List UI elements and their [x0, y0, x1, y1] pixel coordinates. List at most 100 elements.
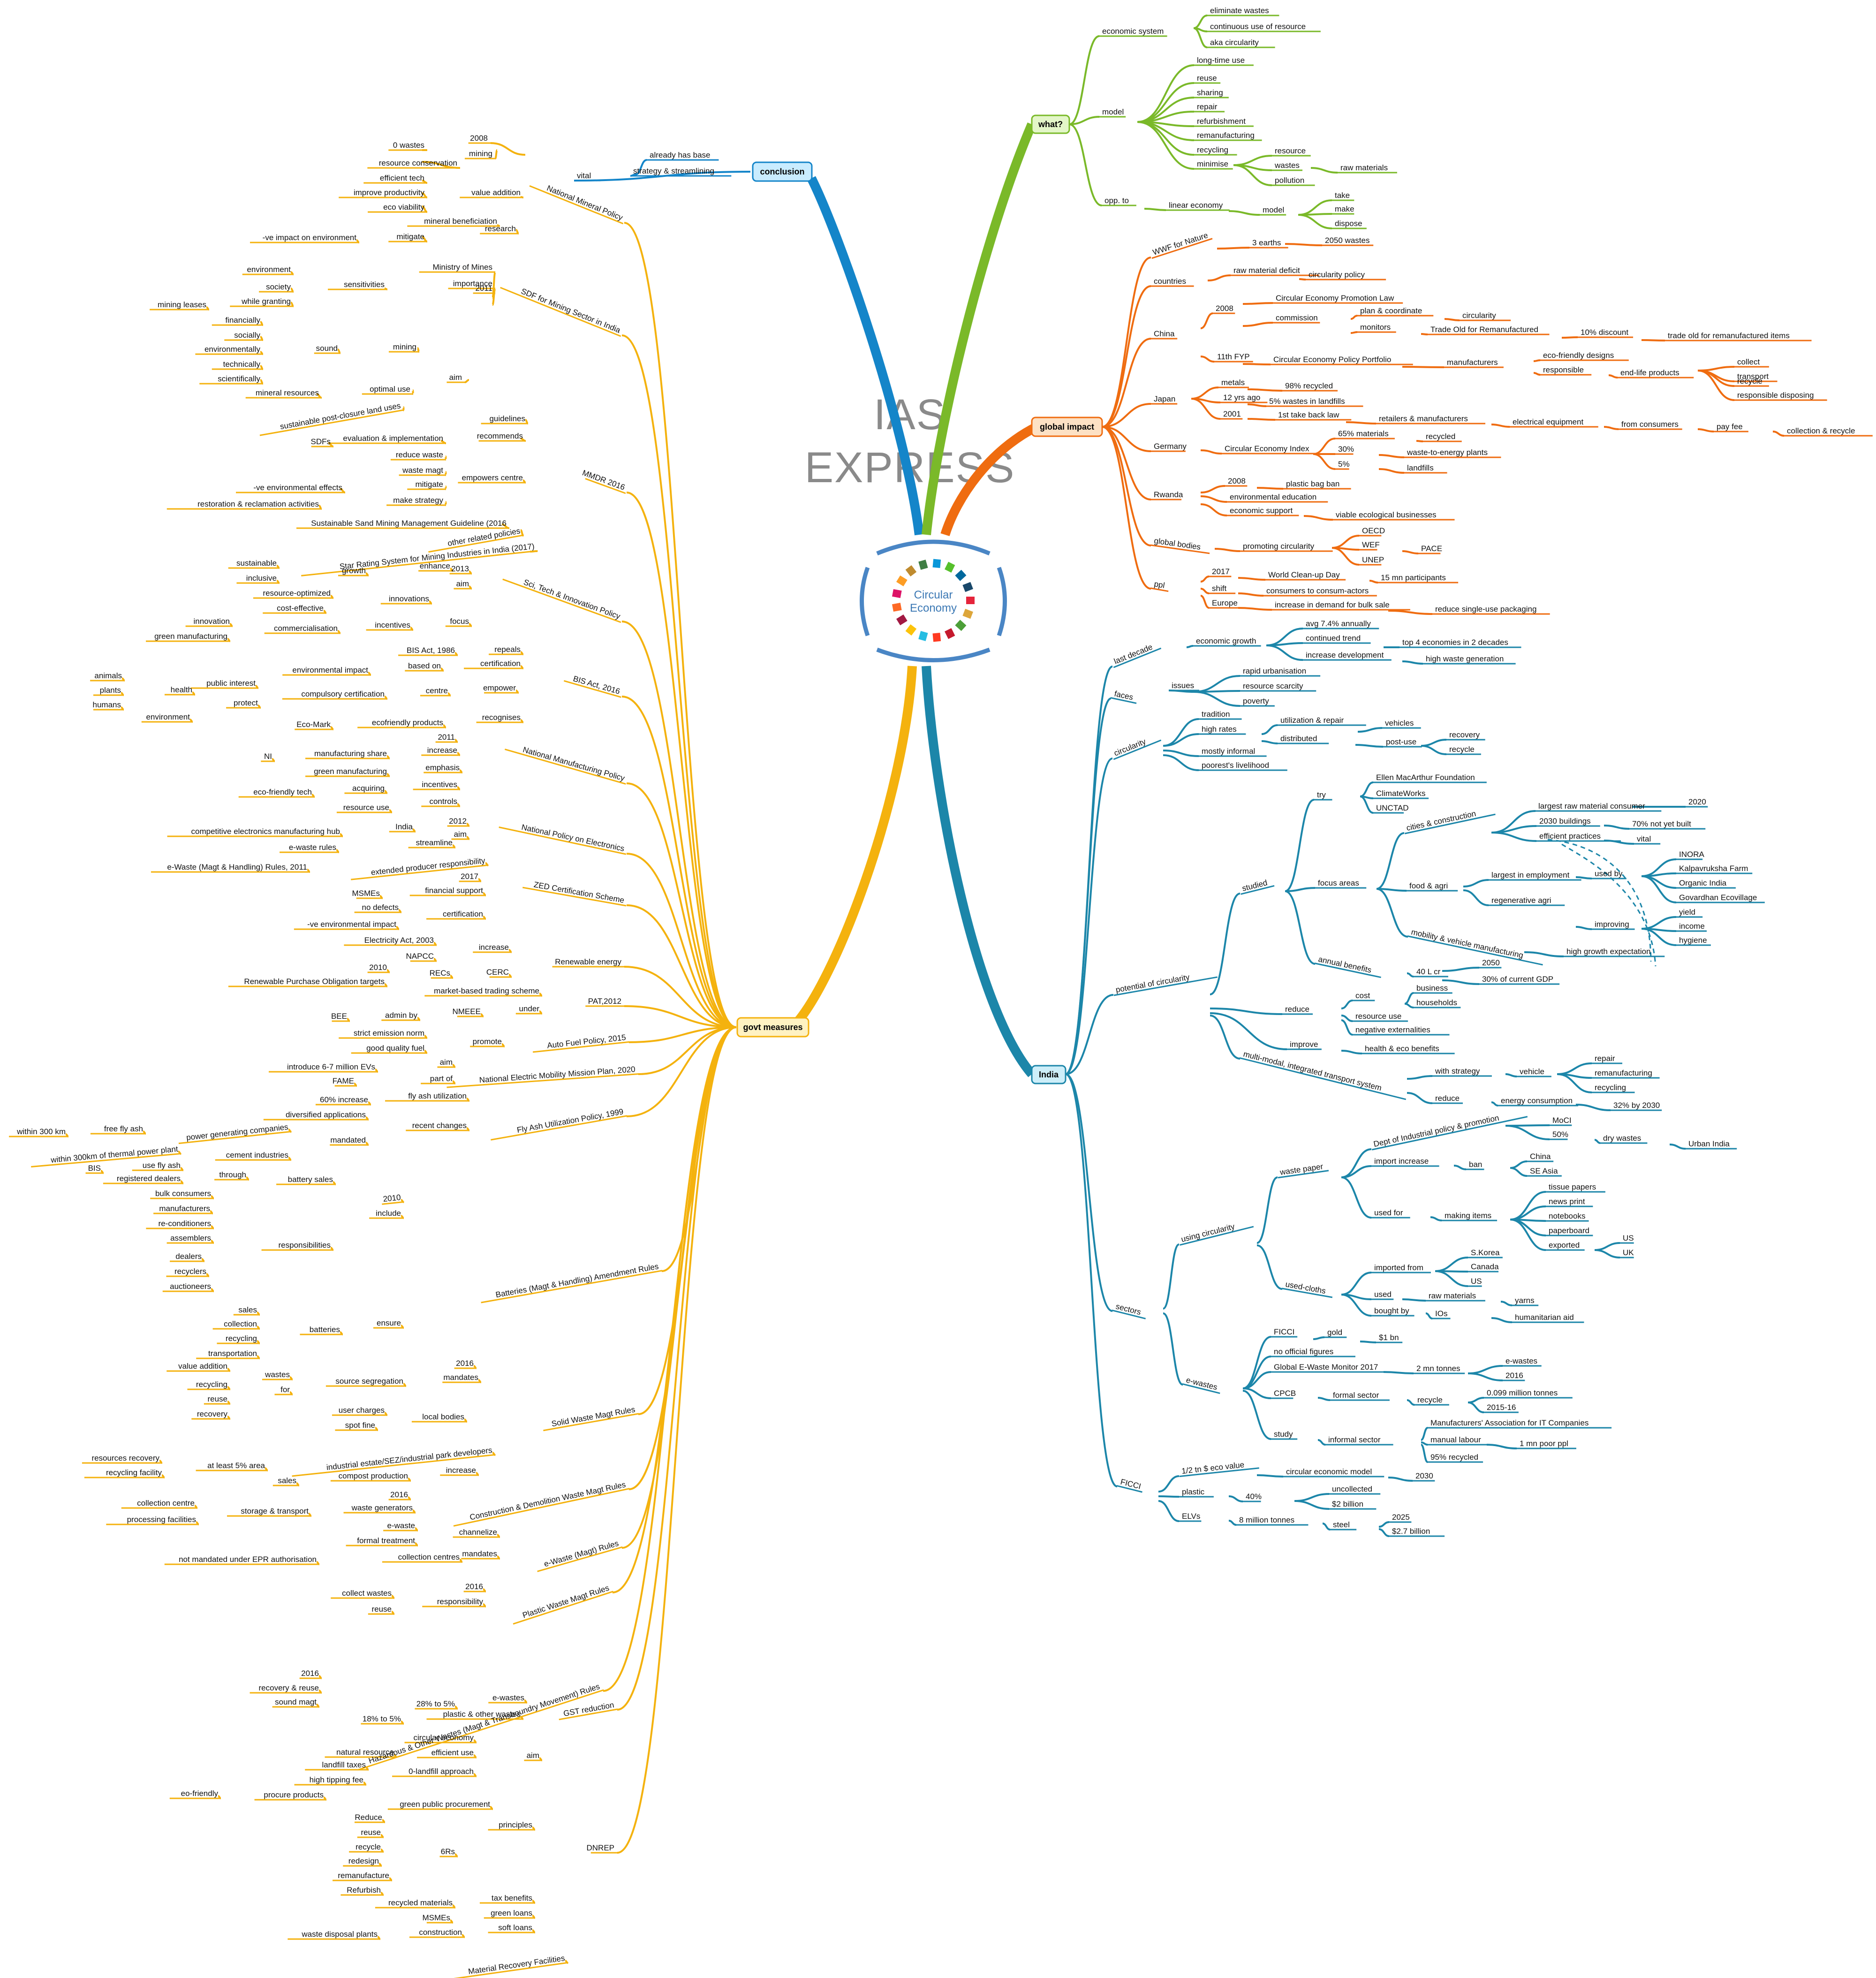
node-p164[interactable]: ensure [377, 1319, 401, 1327]
node-p184[interactable]: sales [278, 1476, 296, 1485]
node-p213[interactable]: plastic & other wastes [443, 1710, 521, 1719]
node-i50[interactable]: mobility & vehicle manufacturing [1410, 927, 1524, 960]
node-g9[interactable]: Circular Economy Promotion Law [1276, 294, 1394, 303]
node-p23[interactable]: financially [225, 316, 260, 325]
node-p178[interactable]: local bodies [422, 1412, 464, 1421]
node-g26[interactable]: responsible disposing [1737, 391, 1814, 400]
node-w15[interactable]: wastes [1274, 161, 1300, 170]
node-g67[interactable]: reduce single-use packaging [1435, 605, 1536, 614]
node-i78[interactable]: 50% [1552, 1130, 1568, 1139]
node-i23[interactable]: poorest's livelihood [1202, 761, 1269, 770]
node-p183[interactable]: recycling facility [106, 1468, 162, 1477]
node-g25[interactable]: recycle [1737, 377, 1763, 386]
node-g7[interactable]: China [1154, 329, 1175, 338]
node-p174[interactable]: for [280, 1385, 290, 1394]
node-i77[interactable]: MoCI [1552, 1116, 1572, 1125]
node-i10[interactable]: issues [1172, 681, 1194, 690]
node-p149[interactable]: through [219, 1170, 246, 1179]
node-p204[interactable]: reuse [371, 1605, 392, 1614]
node-w1[interactable]: economic system [1102, 27, 1164, 36]
node-g11[interactable]: plan & coordinate [1360, 306, 1422, 315]
node-p238[interactable]: construction [419, 1928, 462, 1937]
node-i53[interactable]: 2050 [1482, 958, 1500, 967]
node-g10[interactable]: commission [1276, 313, 1318, 322]
node-p154[interactable]: manufacturers [159, 1204, 210, 1213]
node-p55[interactable]: aim [456, 579, 469, 588]
node-i60[interactable]: resource use [1355, 1012, 1401, 1021]
node-w5[interactable]: model [1102, 107, 1124, 116]
node-i18[interactable]: distributed [1280, 734, 1317, 743]
node-p69[interactable]: certification [480, 659, 521, 668]
node-g65[interactable]: Europe [1212, 599, 1238, 607]
node-p80[interactable]: Eco-Mark [296, 720, 331, 729]
node-p22[interactable]: mining leases [158, 300, 206, 309]
node-p92[interactable]: incentives [422, 780, 457, 789]
node-i109[interactable]: no official figures [1274, 1347, 1333, 1356]
node-p146[interactable]: use fly ash [143, 1161, 181, 1170]
node-i59[interactable]: households [1416, 998, 1457, 1007]
node-w8[interactable]: sharing [1197, 88, 1223, 97]
node-p9[interactable]: eco viability [383, 203, 424, 212]
node-p68[interactable]: based on [408, 661, 441, 670]
node-p177[interactable]: user charges [339, 1406, 385, 1415]
node-p128[interactable]: good quality fuel [366, 1044, 424, 1053]
node-i90[interactable]: paperboard [1549, 1226, 1589, 1235]
node-p120[interactable]: market-based trading scheme [434, 986, 539, 995]
node-p67[interactable]: environmental impact [292, 666, 368, 674]
node-g44[interactable]: waste-to-energy plants [1407, 448, 1488, 457]
node-i116[interactable]: recycle [1417, 1395, 1443, 1404]
node-g6[interactable]: circularity policy [1309, 270, 1365, 279]
node-p27[interactable]: environmentally [204, 345, 261, 354]
node-i103[interactable]: IOs [1435, 1309, 1447, 1318]
node-p60[interactable]: innovation [193, 617, 230, 626]
node-p163[interactable]: batteries [310, 1325, 340, 1334]
node-g29[interactable]: 98% recycled [1285, 381, 1333, 390]
node-i57[interactable]: cost [1355, 991, 1370, 1000]
node-i70[interactable]: reduce [1435, 1094, 1460, 1103]
node-g64[interactable]: consumers to consum-actors [1266, 586, 1369, 595]
node-p106[interactable]: MSMEs [352, 889, 380, 898]
node-p116[interactable]: RECs [430, 969, 450, 978]
node-i49[interactable]: hygiene [1679, 936, 1707, 945]
node-p179[interactable]: spot fine [345, 1421, 375, 1430]
node-i72[interactable]: 32% by 2030 [1613, 1101, 1660, 1110]
node-i87[interactable]: tissue papers [1549, 1182, 1596, 1191]
node-p158[interactable]: dealers [175, 1252, 202, 1261]
node-g24[interactable]: transport [1737, 372, 1769, 381]
node-i8[interactable]: faces [1113, 689, 1134, 702]
node-p231[interactable]: remanufacture [338, 1871, 389, 1880]
node-p175[interactable]: reuse [207, 1394, 227, 1403]
node-p139[interactable]: power generating companies [186, 1122, 288, 1142]
node-i108[interactable]: $1 bn [1379, 1333, 1399, 1342]
node-p2[interactable]: 2008 [470, 134, 488, 143]
node-g56[interactable]: WEF [1362, 540, 1380, 549]
node-p210[interactable]: 28% to 5% [416, 1699, 455, 1708]
node-p97[interactable]: 2012 [449, 817, 467, 826]
node-p89[interactable]: emphasis [425, 763, 460, 772]
node-p76[interactable]: centre [426, 686, 448, 695]
node-i115[interactable]: formal sector [1333, 1391, 1379, 1400]
node-p45[interactable]: restoration & reclamation activities [197, 500, 319, 508]
node-p19[interactable]: sensitivities [344, 280, 385, 289]
node-i64[interactable]: multi-modal, integrated transport system [1242, 1049, 1383, 1092]
node-p105[interactable]: 2017 [461, 872, 478, 881]
node-p206[interactable]: 2016 [301, 1669, 319, 1678]
node-i22[interactable]: mostly informal [1202, 747, 1255, 756]
node-p63[interactable]: green manufacturing [154, 632, 227, 641]
node-i134[interactable]: 8 million tonnes [1239, 1516, 1294, 1524]
node-g18[interactable]: Circular Economy Policy Portfolio [1273, 355, 1391, 364]
node-g28[interactable]: metals [1221, 378, 1245, 387]
node-p118[interactable]: Renewable Purchase Obligation targets [244, 977, 385, 986]
node-p134[interactable]: Fly Ash Utilization Policy, 1999 [516, 1107, 624, 1135]
node-g63[interactable]: shift [1212, 584, 1226, 593]
node-p229[interactable]: 6Rs [441, 1847, 455, 1856]
node-p200[interactable]: Plastic Waste Magt Rules [522, 1584, 610, 1620]
node-i66[interactable]: vehicle [1520, 1067, 1544, 1076]
node-p180[interactable]: resources recovery [91, 1454, 159, 1463]
node-g43[interactable]: 30% [1338, 445, 1354, 454]
node-p32[interactable]: optimal use [370, 385, 410, 394]
node-p52[interactable]: sustainable [236, 559, 277, 568]
node-p132[interactable]: FAME [333, 1076, 354, 1085]
node-g13[interactable]: monitors [1360, 323, 1391, 332]
node-p176[interactable]: recovery [197, 1410, 228, 1418]
